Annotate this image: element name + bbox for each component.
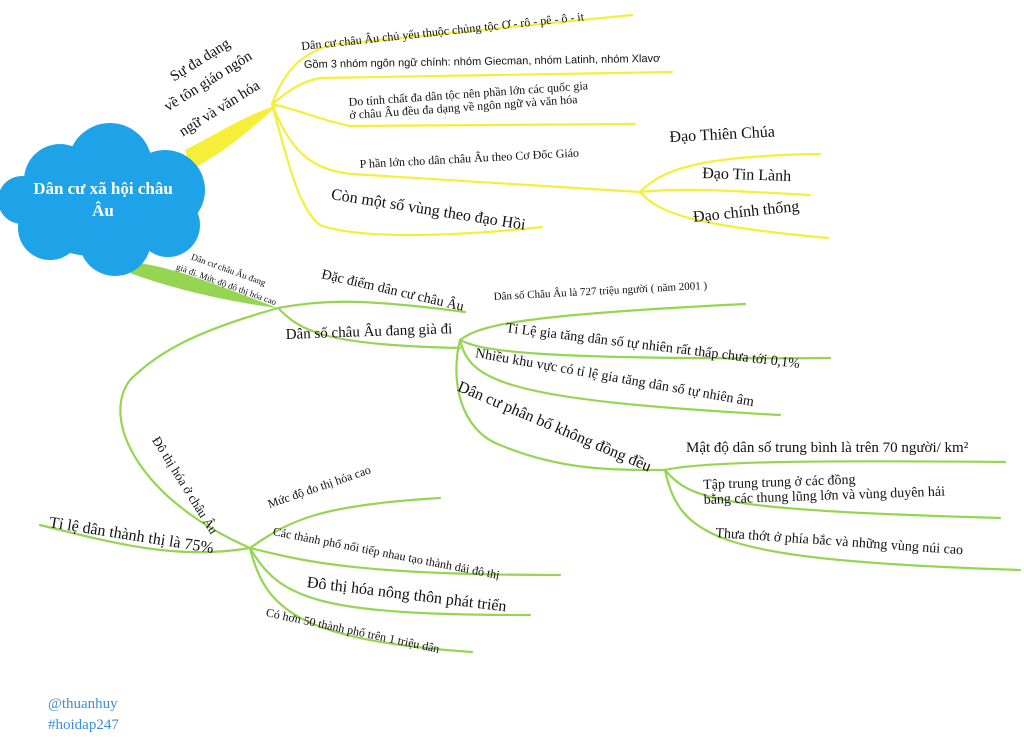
credit-username: @thuanhuy — [48, 696, 118, 712]
density-item: Mật độ dân số trung bình là trên 70 ngườ… — [686, 440, 969, 456]
green-branch-connector — [120, 262, 278, 308]
green-lines — [38, 300, 1022, 654]
center-topic: Dân cư xã hội châu Âu — [33, 179, 173, 220]
credit-hashtag: #hoidap247 — [48, 717, 119, 733]
yellow-branch-connector — [185, 105, 278, 170]
yellow-lines — [270, 13, 830, 240]
center-cloud — [0, 123, 205, 276]
protestant-item: Đạo Tin Lành — [702, 165, 792, 186]
